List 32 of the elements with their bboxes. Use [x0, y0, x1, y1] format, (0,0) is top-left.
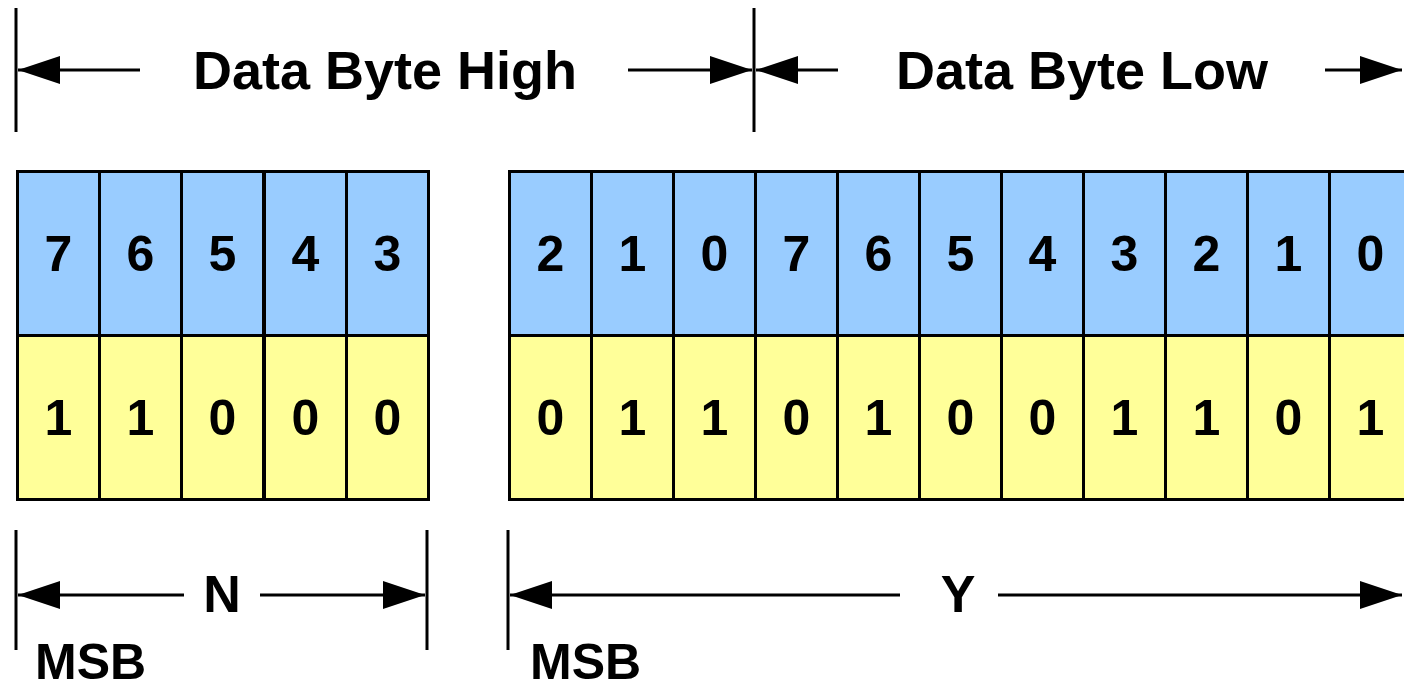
- bit-value-cell: 1: [590, 334, 675, 501]
- bit-number-cell: 0: [672, 170, 757, 337]
- bit-number-cell: 1: [590, 170, 675, 337]
- bit-number-cell: 5: [180, 170, 265, 337]
- bit-number-cell: 2: [508, 170, 593, 337]
- bit-value-cell: 0: [263, 334, 348, 501]
- bit-number-cell: 6: [836, 170, 921, 337]
- bit-number-cell: 7: [754, 170, 839, 337]
- bit-number-cell: 4: [1000, 170, 1085, 337]
- bit-value-cell: 0: [1000, 334, 1085, 501]
- bit-value-cell: 0: [1246, 334, 1331, 501]
- bit-value-cell: 0: [508, 334, 593, 501]
- bit-number-cell: 5: [918, 170, 1003, 337]
- bit-value-cell: 1: [16, 334, 101, 501]
- bit-value-cell: 0: [345, 334, 430, 501]
- bit-number-cell: 2: [1164, 170, 1249, 337]
- bit-value-cell: 0: [918, 334, 1003, 501]
- bit-value-cell: 1: [98, 334, 183, 501]
- bit-value-cell: 1: [1082, 334, 1167, 501]
- bit-value-cell: 1: [1164, 334, 1249, 501]
- bit-value-cell: 1: [672, 334, 757, 501]
- bit-value-cell: 1: [1328, 334, 1404, 501]
- bit-value-cell: 0: [754, 334, 839, 501]
- bit-value-cell: 1: [836, 334, 921, 501]
- bit-number-cell: 6: [98, 170, 183, 337]
- bit-number-cell: 4: [263, 170, 348, 337]
- bit-number-cell: 1: [1246, 170, 1331, 337]
- bit-value-cell: 0: [180, 334, 265, 501]
- bit-number-cell: 7: [16, 170, 101, 337]
- bit-number-cell: 3: [1082, 170, 1167, 337]
- bit-number-cell: 3: [345, 170, 430, 337]
- bit-number-cell: 0: [1328, 170, 1404, 337]
